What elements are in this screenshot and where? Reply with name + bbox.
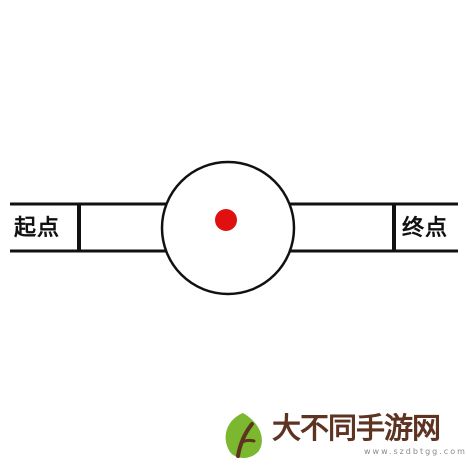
start-label: 起点 (14, 216, 61, 241)
left-track (10, 202, 166, 253)
watermark: 大不同手游网 www.szdbtgg.com (214, 404, 466, 462)
right-track (290, 202, 458, 253)
watermark-brand: 大不同手游网 (272, 411, 441, 445)
watermark-url: www.szdbtgg.com (364, 447, 466, 456)
end-label: 终点 (402, 216, 449, 241)
red-ball[interactable] (215, 209, 237, 231)
leaf-logo-icon (225, 413, 262, 458)
